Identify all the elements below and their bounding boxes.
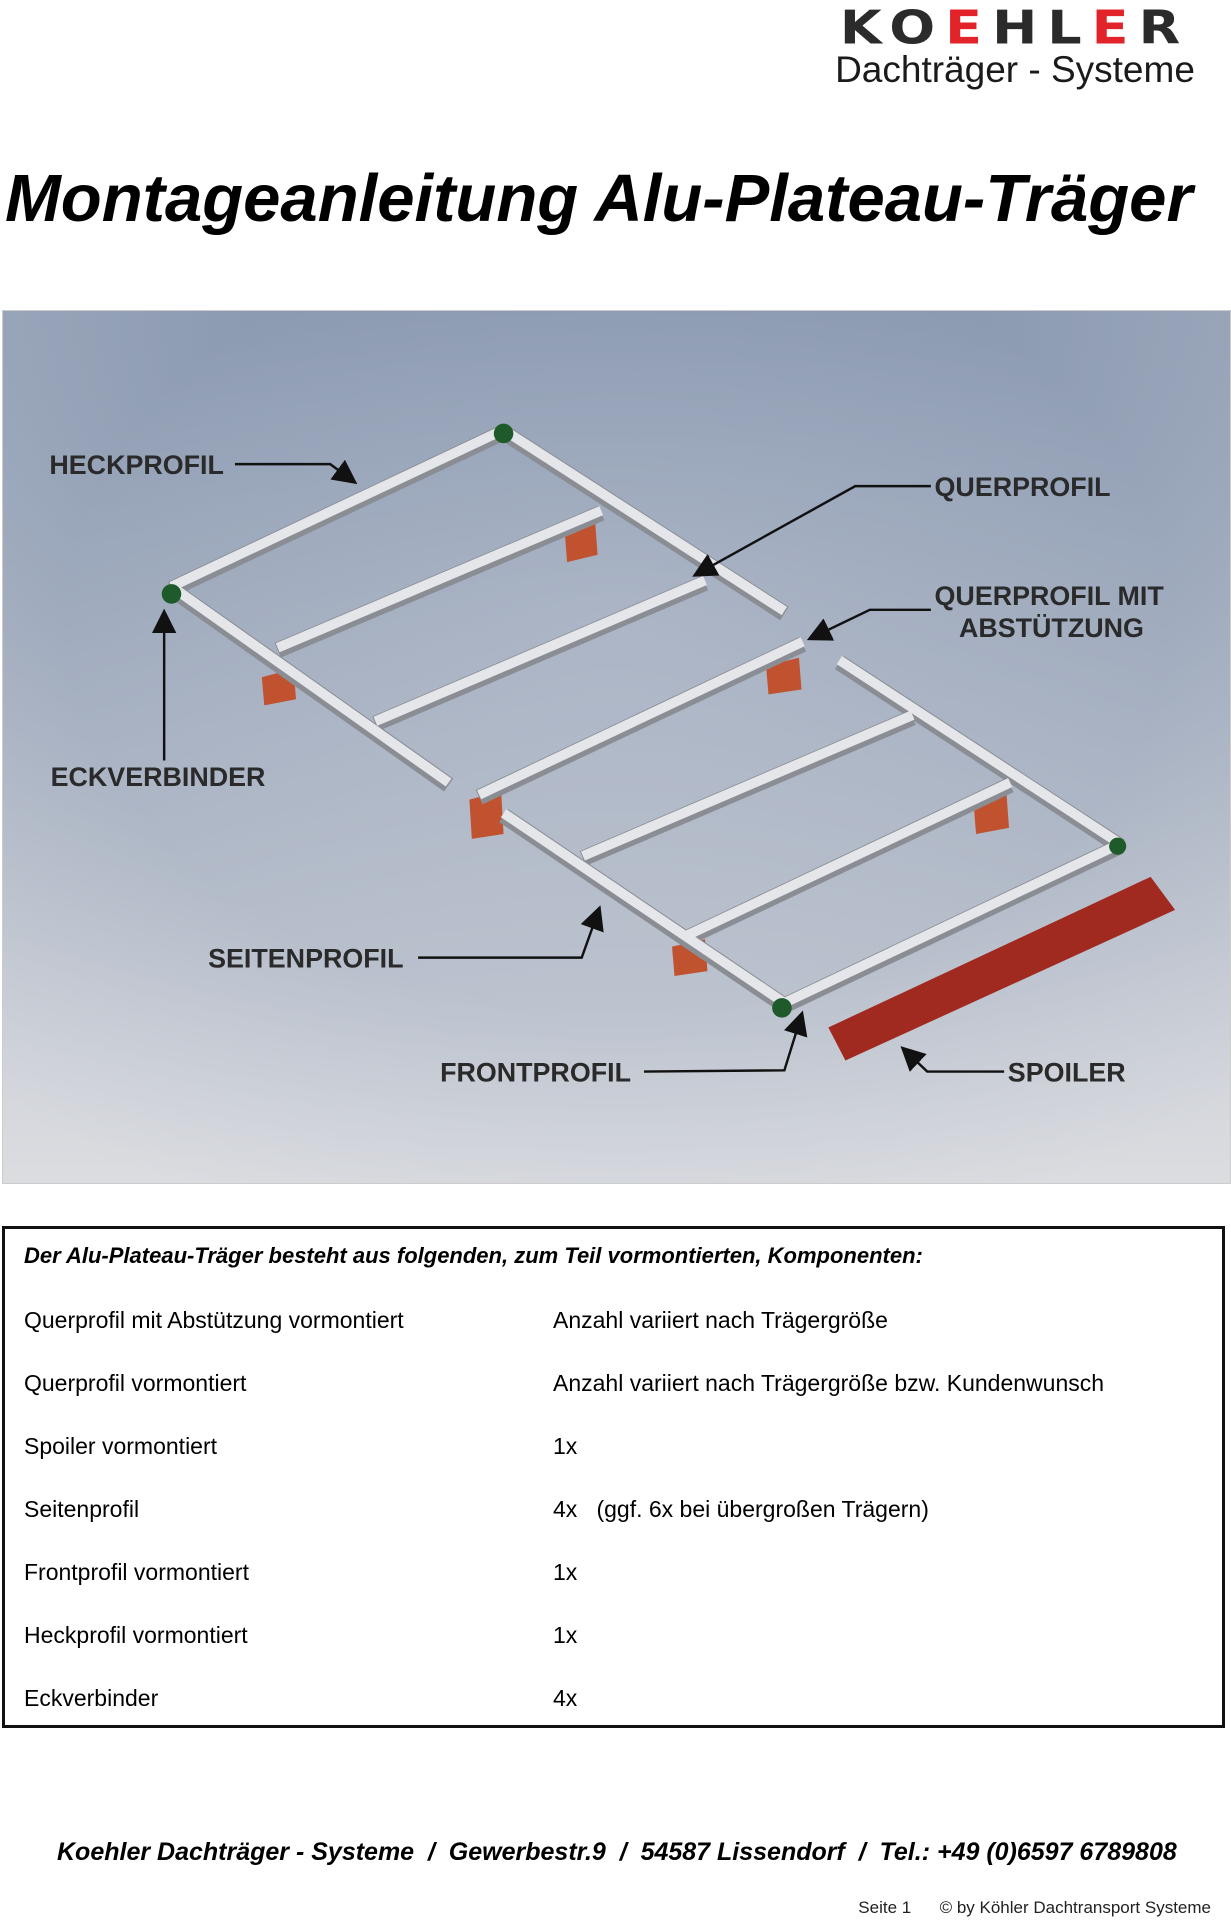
components-table: Der Alu-Plateau-Träger besteht aus folge… <box>2 1226 1225 1728</box>
component-name: Eckverbinder <box>24 1685 159 1711</box>
component-qty: 4x (ggf. 6x bei übergroßen Trägern) <box>553 1496 929 1522</box>
table-row: Heckprofil vormontiert 1x <box>24 1622 1204 1649</box>
assembly-diagram: HECKPROFIL QUERPROFIL QUERPROFIL MIT ABS… <box>2 310 1231 1184</box>
component-name: Seitenprofil <box>24 1496 140 1522</box>
table-row: Eckverbinder 4x <box>24 1685 1204 1712</box>
component-qty: 4x <box>553 1685 578 1711</box>
component-qty: Anzahl variiert nach Trägergröße <box>553 1307 888 1333</box>
page-title: Montageanleitung Alu-Plateau-Träger <box>5 161 1193 236</box>
component-qty: 1x <box>553 1622 578 1648</box>
footer-address: Koehler Dachträger - Systeme / Gewerbest… <box>57 1838 1177 1866</box>
rails <box>166 425 1125 1013</box>
component-name: Querprofil vormontiert <box>24 1370 247 1396</box>
component-name: Spoiler vormontiert <box>24 1433 218 1459</box>
label-frontprofil: FRONTPROFIL <box>440 1057 631 1087</box>
component-name: Heckprofil vormontiert <box>24 1622 248 1648</box>
components-heading: Der Alu-Plateau-Träger besteht aus folge… <box>24 1243 923 1268</box>
table-row: Seitenprofil 4x (ggf. 6x bei übergroßen T… <box>24 1496 1204 1523</box>
page-number: Seite 1 <box>858 1898 912 1917</box>
label-eckverbinder: ECKVERBINDER <box>51 762 266 792</box>
label-querprofil-mit-2: ABSTÜTZUNG <box>959 613 1144 643</box>
label-seitenprofil: SEITENPROFIL <box>208 943 403 973</box>
table-row: Querprofil mit Abstützung vormontiert Anz… <box>24 1307 1204 1334</box>
corner-connectors <box>161 423 1127 1018</box>
table-row: Frontprofil vormontiert 1x <box>24 1559 1204 1586</box>
table-row: Querprofil vormontiert Anzahl variiert na… <box>24 1370 1204 1397</box>
logo-brand: KOEHLER <box>839 0 1191 55</box>
label-heckprofil: HECKPROFIL <box>49 450 224 480</box>
label-querprofil: QUERPROFIL <box>935 472 1111 502</box>
component-name: Frontprofil vormontiert <box>24 1559 249 1585</box>
component-name: Querprofil mit Abstützung vormontiert <box>24 1307 404 1333</box>
copyright: © by Köhler Dachtransport Systeme <box>939 1898 1211 1917</box>
spoiler-part <box>828 876 1176 1061</box>
page-footer: Seite 1 © by Köhler Dachtransport System… <box>858 1898 1211 1918</box>
koehler-logo: KOEHLER Dachträger - Systeme <box>805 2 1225 88</box>
label-spoiler: SPOILER <box>1008 1057 1126 1087</box>
component-qty: 1x <box>553 1433 578 1459</box>
component-qty: Anzahl variiert nach Trägergröße bzw. Ku… <box>553 1370 1105 1396</box>
table-row: Spoiler vormontiert 1x <box>24 1433 1204 1460</box>
component-qty: 1x <box>553 1559 578 1585</box>
label-querprofil-mit-1: QUERPROFIL MIT <box>935 581 1165 611</box>
logo-subtitle: Dachträger - Systeme <box>835 49 1195 90</box>
label-arrows <box>151 459 1005 1073</box>
